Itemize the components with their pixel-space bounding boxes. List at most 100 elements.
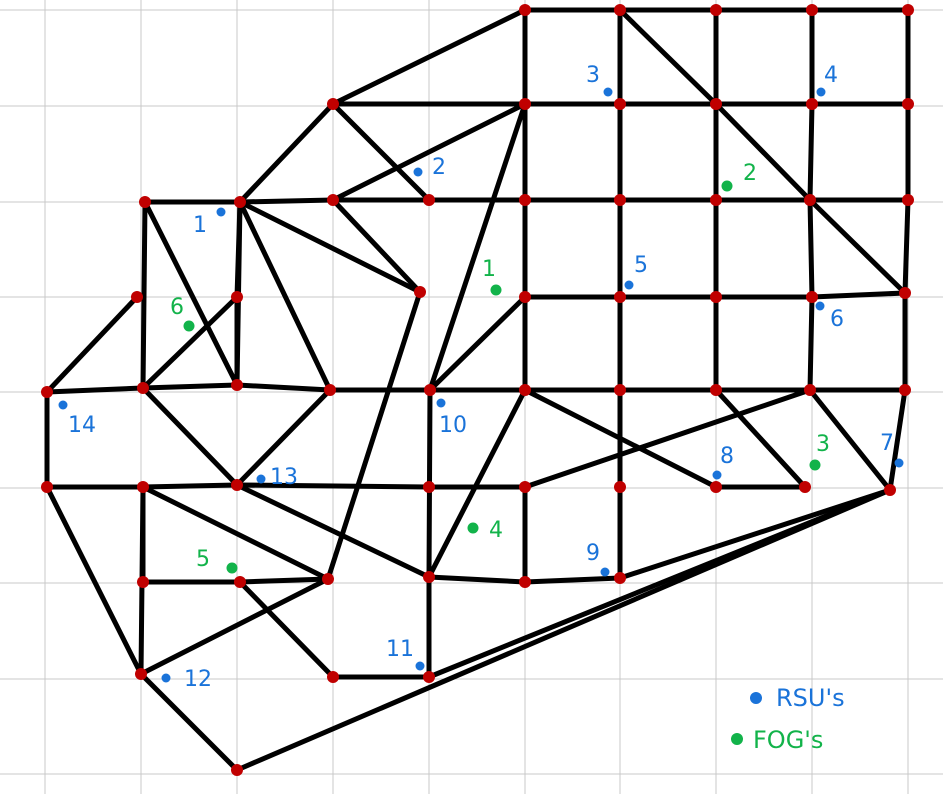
fog-dot xyxy=(490,284,502,296)
junction-node xyxy=(899,384,911,396)
rsu-label: 10 xyxy=(439,413,467,438)
fog-marker: 5 xyxy=(196,547,238,574)
road-segment xyxy=(807,197,815,300)
rsu-dot xyxy=(216,207,226,217)
fog-label: 2 xyxy=(743,161,757,186)
rsu-label: 9 xyxy=(586,541,600,566)
junction-node xyxy=(234,576,246,588)
road-segment xyxy=(237,101,336,205)
rsu-dot xyxy=(436,398,446,408)
legend-fog-dot xyxy=(731,733,743,745)
junction-node xyxy=(614,481,626,493)
rsu-dot xyxy=(256,474,266,484)
junction-node xyxy=(324,384,336,396)
junction-node xyxy=(137,481,149,493)
rsu-label: 8 xyxy=(720,444,734,469)
junction-node xyxy=(710,194,722,206)
rsu-dot xyxy=(603,87,613,97)
fog-marker: 6 xyxy=(170,295,195,332)
junction-node xyxy=(804,384,816,396)
legend: RSU's FOG's xyxy=(731,684,845,754)
road-segment xyxy=(138,671,240,773)
junction-node xyxy=(234,196,246,208)
road-segment xyxy=(237,579,336,680)
junction-node xyxy=(135,668,147,680)
junction-node xyxy=(424,384,436,396)
rsu-marker: 8 xyxy=(712,444,734,480)
rsu-dot xyxy=(415,661,425,671)
road-segment xyxy=(713,387,808,490)
road-segment xyxy=(325,289,423,582)
junction-node xyxy=(884,484,896,496)
junction-node xyxy=(519,291,531,303)
road-segment xyxy=(617,487,893,581)
fog-marker: 1 xyxy=(482,257,502,296)
junction-node xyxy=(231,479,243,491)
rsu-dot xyxy=(815,301,825,311)
road-segment xyxy=(427,294,528,393)
junction-node xyxy=(899,287,911,299)
rsu-marker: 12 xyxy=(161,667,212,692)
road-segment xyxy=(140,385,240,488)
rsu-marker: 6 xyxy=(815,301,844,332)
road-segment xyxy=(140,482,240,490)
road-segment xyxy=(237,576,331,585)
junction-node xyxy=(614,384,626,396)
legend-fog-label: FOG's xyxy=(753,726,823,754)
junction-node xyxy=(139,196,151,208)
road-segment xyxy=(330,101,432,203)
road-segment xyxy=(237,197,336,205)
road-segment xyxy=(138,576,331,677)
rsu-marker: 4 xyxy=(816,63,838,97)
junction-node xyxy=(41,481,53,493)
fog-marker: 3 xyxy=(809,432,830,471)
rsu-label: 1 xyxy=(193,213,207,238)
fog-label: 1 xyxy=(482,257,496,282)
junction-node xyxy=(806,4,818,16)
junction-node xyxy=(806,98,818,110)
junction-node xyxy=(137,382,149,394)
road-segment xyxy=(234,482,432,490)
junction-node xyxy=(231,764,243,776)
fog-label: 3 xyxy=(816,432,830,457)
road-segment xyxy=(142,199,240,388)
junction-node xyxy=(519,4,531,16)
road-segment xyxy=(807,387,893,493)
road-segment xyxy=(234,387,333,488)
road-segment xyxy=(330,101,528,203)
road-segment xyxy=(237,199,423,295)
rsu-marker: 2 xyxy=(413,155,446,180)
rsu-dot xyxy=(413,167,423,177)
rsu-label: 6 xyxy=(830,307,844,332)
rsu-label: 4 xyxy=(824,63,838,88)
junction-node xyxy=(902,194,914,206)
rsu-marker: 1 xyxy=(193,207,226,238)
junction-node xyxy=(804,194,816,206)
fog-dot xyxy=(226,562,238,574)
rsu-marker: 5 xyxy=(624,253,648,290)
junction-node xyxy=(710,98,722,110)
fog-markers: 1 2 3 4 5 6 xyxy=(170,161,830,574)
junction-node xyxy=(423,194,435,206)
road-segment xyxy=(237,199,333,393)
junction-node xyxy=(710,291,722,303)
road-segment xyxy=(902,197,911,296)
rsu-label: 3 xyxy=(586,63,600,88)
fog-marker: 4 xyxy=(467,518,503,543)
road-segment xyxy=(44,385,146,395)
rsu-label: 13 xyxy=(270,465,298,490)
rsu-label: 5 xyxy=(634,253,648,278)
junction-node xyxy=(519,194,531,206)
rsu-dot xyxy=(161,673,171,683)
road-segment xyxy=(44,484,144,677)
junction-node xyxy=(231,291,243,303)
rsu-marker: 3 xyxy=(586,63,613,97)
junction-node xyxy=(519,481,531,493)
rsu-label: 12 xyxy=(184,667,212,692)
road-segment xyxy=(522,387,813,490)
road-segment xyxy=(617,7,719,107)
junction-node xyxy=(414,286,426,298)
road-segment xyxy=(522,575,623,585)
legend-rsu-dot xyxy=(750,692,762,704)
